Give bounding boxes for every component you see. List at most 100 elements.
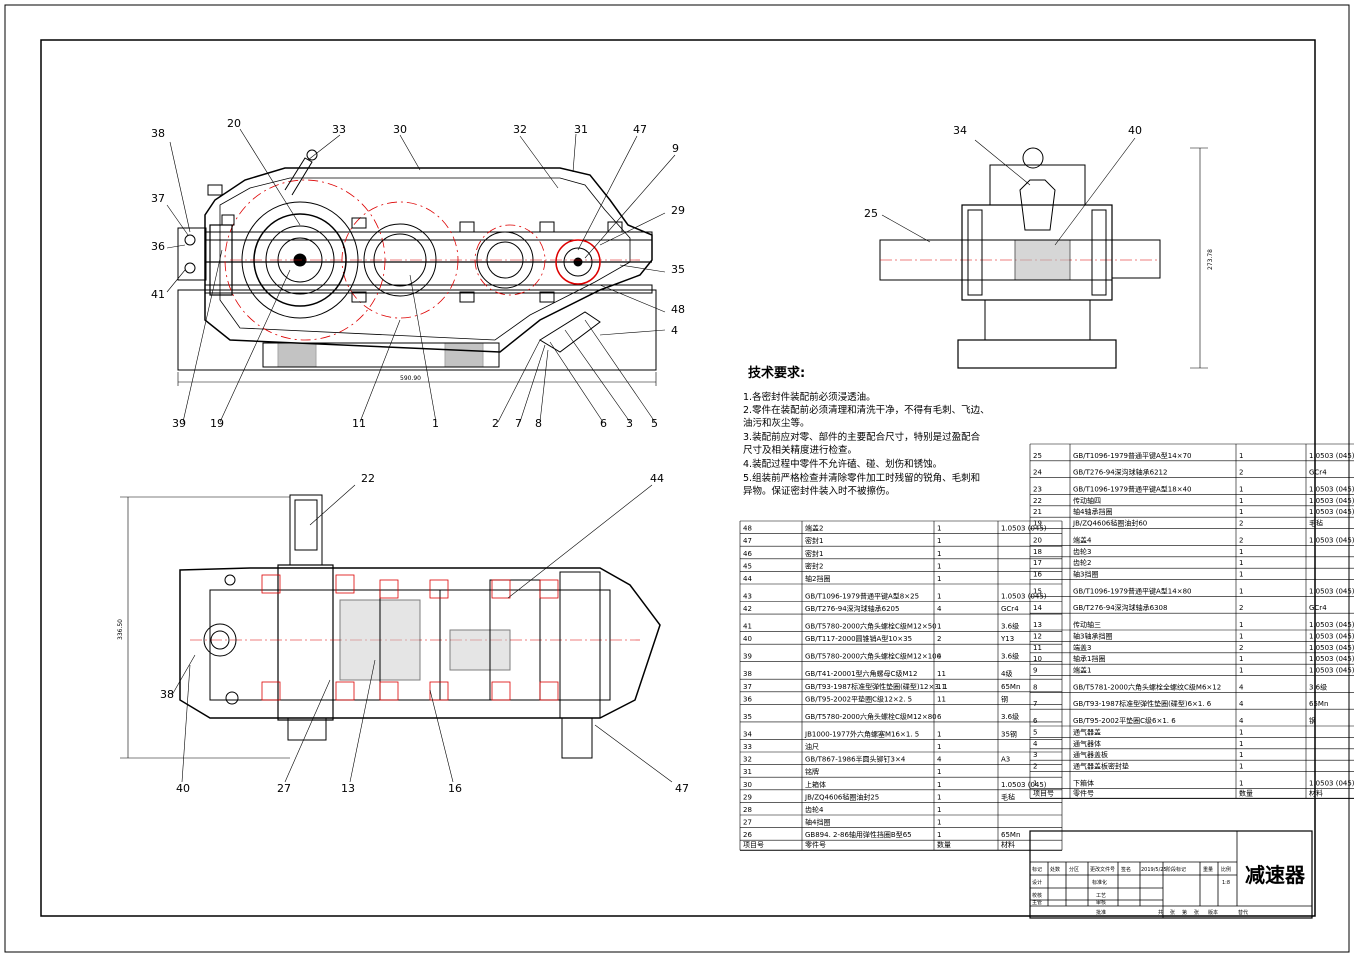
bom-cell: 10 (1033, 655, 1042, 663)
bom-cell: 13 (1033, 621, 1042, 629)
bom-cell: 端盖1 (1073, 666, 1091, 675)
title-block (1029, 830, 1313, 919)
bom-cell: 轴2挡圈 (805, 574, 830, 583)
bom-cell: 1 (1239, 632, 1243, 640)
bom-cell: 密封2 (805, 561, 823, 570)
bom-cell: 1.0503 (045) (1309, 655, 1354, 663)
bom-cell: 1.0503 (045) (1309, 452, 1354, 460)
title-block-cell: 版本 (1208, 909, 1218, 916)
balloon-label: 38 (160, 688, 174, 701)
bom-cell: GB/T117-2000圆锥销A型10×35 (805, 634, 912, 643)
bom-cell: 油尺 (805, 742, 819, 751)
side-view (879, 137, 1208, 369)
bom-cell: 3.6级 (1001, 652, 1019, 661)
balloon-label: 3 (626, 417, 633, 430)
balloon-label: 33 (332, 123, 346, 136)
tech-requirement-line: 2.零件在装配前必须清理和清洗干净，不得有毛刺、飞边、 (743, 404, 990, 416)
bom-cell: 1.0503 (045) (1001, 525, 1047, 533)
balloon-label: 1 (432, 417, 439, 430)
bom-cell: GB/T276-94深沟球轴承6308 (1073, 603, 1167, 612)
bom-cell: 1 (1239, 655, 1243, 663)
bom-cell: 下箱体 (1073, 778, 1094, 787)
bom-cell: 轴承1挡圈 (1073, 654, 1105, 663)
tech-requirement-line: 1.各密封件装配前必须浸透油。 (743, 391, 876, 403)
bom-cell: GB/T5780-2000六角头螺栓C级M12×100 (805, 652, 941, 661)
bom-cell: 38 (743, 670, 752, 678)
bom-cell: 轴4挡圈 (805, 818, 830, 827)
bom-cell: 密封1 (805, 549, 823, 558)
title-block-cell: 审核 (1096, 899, 1106, 906)
bom-cell: 4 (937, 605, 942, 613)
bom-cell: 6 (1033, 717, 1038, 725)
bom-cell: 2 (1239, 520, 1243, 528)
bom-cell: 11 (1033, 644, 1042, 652)
bom-cell: 1.0503 (045) (1309, 485, 1354, 493)
bom-cell: 1 (937, 743, 941, 751)
bom-cell: 1 (1239, 548, 1243, 556)
bom-cell: 1.0503 (045) (1309, 536, 1354, 544)
bom-cell: 4 (1239, 700, 1244, 708)
bom-cell: 14 (1033, 604, 1042, 612)
balloon-label: 32 (513, 123, 527, 136)
bom-cell: 42 (743, 605, 752, 613)
tech-requirement-line: 油污和灰尘等。 (743, 417, 810, 429)
title-block-cell: 阶段标记 (1166, 866, 1186, 873)
bom-cell: 25 (1033, 452, 1042, 460)
balloon-label: 27 (277, 782, 291, 795)
balloon-label: 35 (671, 263, 685, 276)
bom-cell: 1 (1239, 571, 1243, 579)
bom-cell: 2 (1033, 763, 1037, 771)
bom-cell: GB/T5780-2000六角头螺栓C级M12×80 (805, 712, 937, 721)
plan-height-dimension: 336.50 (117, 619, 124, 640)
bom-cell: Y13 (1000, 635, 1014, 643)
bom-cell: 43 (743, 593, 752, 601)
balloon-label: 37 (151, 192, 165, 205)
bom-cell: 26 (743, 831, 752, 839)
technical-requirements: 技术要求: 1.各密封件装配前必须浸透油。 2.零件在装配前必须清理和清洗干净，… (743, 365, 990, 497)
title-block-cell: 比例 (1221, 866, 1231, 873)
bom-cell: 齿轮2 (1073, 558, 1091, 567)
bom-cell: 31 (743, 768, 752, 776)
bom-cell: 钢 (1309, 716, 1316, 725)
bom-cell: GB/T41-20001型六角螺母C级M12 (805, 669, 917, 678)
bom-cell: 1.0503 (045) (1309, 508, 1354, 516)
balloon-label: 31 (574, 123, 588, 136)
bom-cell: 4 (937, 756, 942, 764)
bom-cell: 1 (937, 831, 941, 839)
bom-cell: 36 (743, 695, 752, 703)
bom-cell: 1.0503 (045) (1309, 497, 1354, 505)
bom-cell: 45 (743, 562, 752, 570)
bom-cell: 1.0503 (045) (1309, 644, 1354, 652)
bom-cell: 6 (937, 713, 942, 721)
bom-cell: 11 (937, 695, 946, 703)
bom-cell: 1 (1239, 485, 1243, 493)
bom-cell: 1 (1033, 779, 1037, 787)
inner-frame (40, 39, 1316, 917)
bom-cell: 通气器盖 (1073, 727, 1101, 736)
bom-cell: 4 (937, 653, 942, 661)
bom-cell: GB/T276-94深沟球轴承6205 (805, 604, 899, 613)
bom-cell: GB/T5781-2000六角头螺栓全螺纹C级M6×12 (1073, 682, 1221, 691)
bom-cell: 3.6级 (1001, 622, 1019, 631)
bom-cell: 24 (1033, 469, 1042, 477)
bom-cell: 9 (1033, 667, 1037, 675)
title-block-scale: 1:8 (1222, 880, 1230, 886)
bom-cell: 1 (1239, 587, 1243, 595)
bom-cell: 7 (1033, 700, 1037, 708)
bom-cell: 12 (1033, 632, 1042, 640)
bom-cell: 1 (937, 768, 941, 776)
title-block-cell: 处数 (1050, 866, 1060, 873)
bom-cell: 19 (1033, 520, 1042, 528)
outer-border (4, 4, 1350, 953)
bom-cell: 65Mn (1001, 683, 1020, 691)
bom-cell: 28 (743, 806, 752, 814)
balloon-label: 2 (492, 417, 499, 430)
tech-requirement-line: 5.组装前严格检查并清除零件加工时残留的锐角、毛刺和 (743, 472, 980, 484)
bom-cell: 32 (743, 756, 752, 764)
bom-cell: GCr4 (1309, 469, 1327, 477)
title-block-cell: 重量 (1203, 866, 1213, 873)
bom-cell: 端盖2 (805, 524, 823, 533)
tech-requirement-line: 3.装配前应对零、部件的主要配合尺寸，特别是过盈配合 (743, 431, 981, 443)
bom-cell: GB/T1096-1979普通平键A型8×25 (805, 592, 919, 601)
